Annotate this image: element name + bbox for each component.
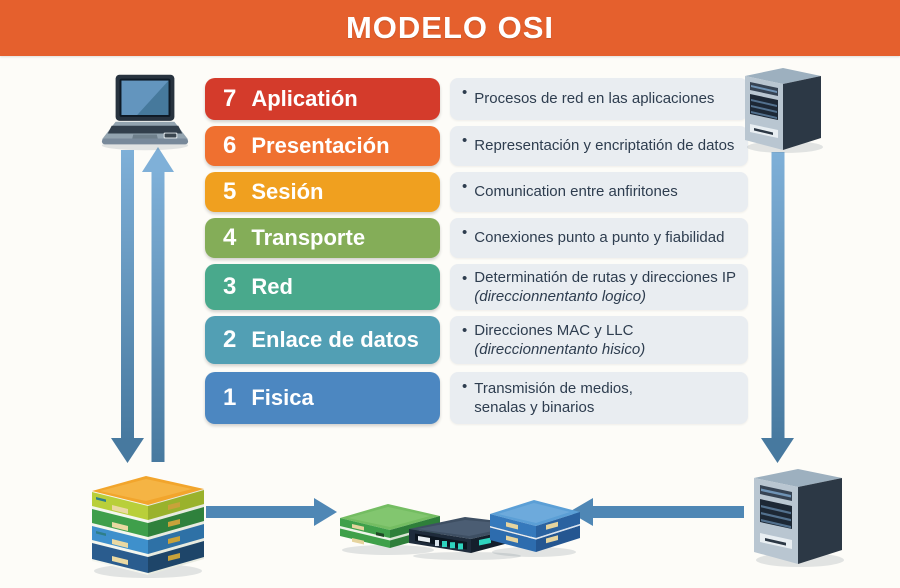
- layer-number: 7: [223, 85, 237, 112]
- layer-description-box: • Transmisión de medios, senalas y binar…: [450, 372, 748, 424]
- layer-name: Enlace de datos: [251, 327, 419, 352]
- network-switch-blue-icon: [484, 492, 584, 558]
- osi-layer-row-7: 7 Aplicatión • Procesos de red en las ap…: [205, 78, 748, 120]
- layer-name: Sesión: [251, 179, 324, 204]
- osi-layer-row-4: 4 Transporte • Conexiones punto a punto …: [205, 218, 748, 258]
- layer-name: Aplicatión: [251, 86, 358, 111]
- layer-number: 5: [223, 178, 237, 205]
- osi-layer-row-5: 5 Sesión • Comunication entre anfiritone…: [205, 172, 748, 212]
- page-title: MODELO OSI: [345, 10, 555, 45]
- layer-description-box: • Determinatión de rutas y direcciones I…: [450, 264, 748, 310]
- layer-description: Determinatión de rutas y direcciones IP: [474, 268, 737, 286]
- layer-number: 1: [223, 384, 237, 411]
- server-stack-icon: [80, 455, 220, 580]
- arrow-down-laptop-to-stack-icon: [111, 150, 144, 463]
- arrow-up-stack-to-laptop-icon: [142, 147, 174, 462]
- layer-number: 6: [223, 132, 237, 159]
- bullet-marker: •: [462, 178, 468, 195]
- layer-bar-application: 7 Aplicatión: [205, 78, 440, 120]
- layer-description: Conexiones punto a punto y fiabilidad: [474, 229, 725, 247]
- bullet-marker: •: [462, 322, 468, 339]
- layer-description-box: • Representación y encriptatión de datos: [450, 126, 748, 166]
- laptop-icon: [96, 72, 194, 152]
- layer-description: Representación y encriptatión de datos: [474, 137, 735, 155]
- layer-description-box: • Comunication entre anfiritones: [450, 172, 748, 212]
- header-banner: MODELO OSI: [0, 0, 900, 56]
- layer-name: Presentación: [251, 133, 390, 158]
- bullet-marker: •: [462, 270, 468, 287]
- layer-number: 4: [223, 224, 237, 251]
- layer-name: Red: [251, 274, 293, 299]
- network-switch-green-icon: [332, 498, 447, 556]
- layer-description: Procesos de red en las aplicaciones: [474, 90, 715, 108]
- osi-layer-row-2: 2 Enlace de datos • Direcciones MAC y LL…: [205, 316, 748, 364]
- osi-layer-row-3: 3 Red • Determinatión de rutas y direcci…: [205, 264, 748, 310]
- bullet-marker: •: [462, 378, 468, 395]
- layer-description-box: • Direcciones MAC y LLC (direccionnentan…: [450, 316, 748, 364]
- server-tower-bottom-icon: [740, 462, 855, 568]
- layer-description: Transmisión de medios,: [474, 379, 633, 397]
- bullet-marker: •: [462, 224, 468, 241]
- layer-name: Fisica: [251, 385, 314, 410]
- layer-number: 2: [223, 326, 237, 353]
- layer-bar-datalink: 2 Enlace de datos: [205, 316, 440, 364]
- arrow-left-server-to-devices-icon: [569, 498, 744, 526]
- layer-description: Comunication entre anfiritones: [474, 183, 678, 201]
- layer-bar-physical: 1 Fisica: [205, 372, 440, 424]
- layer-description-box: • Conexiones punto a punto y fiabilidad: [450, 218, 748, 258]
- arrow-down-server-to-server-icon: [761, 152, 794, 463]
- layer-description-box: • Procesos de red en las aplicaciones: [450, 78, 748, 120]
- server-tower-top-icon: [733, 62, 833, 154]
- layer-bar-network: 3 Red: [205, 264, 440, 310]
- layer-description-line2: senalas y binarios: [474, 399, 595, 416]
- layer-number: 3: [223, 273, 237, 300]
- layer-bar-transport: 4 Transporte: [205, 218, 440, 258]
- arrow-right-stack-to-devices-icon: [206, 498, 337, 526]
- layer-bar-session: 5 Sesión: [205, 172, 440, 212]
- osi-layer-row-1: 1 Fisica • Transmisión de medios, senala…: [205, 372, 748, 424]
- layer-bar-presentation: 6 Presentación: [205, 126, 440, 166]
- layer-description-note: (direccionnentanto logico): [474, 288, 647, 305]
- osi-layer-row-6: 6 Presentación • Representación y encrip…: [205, 126, 748, 166]
- bullet-marker: •: [462, 84, 468, 101]
- layer-description: Direcciones MAC y LLC: [474, 321, 634, 339]
- bullet-marker: •: [462, 132, 468, 149]
- layer-name: Transporte: [251, 225, 366, 250]
- layer-description-note: (direccionnentanto hisico): [474, 341, 646, 358]
